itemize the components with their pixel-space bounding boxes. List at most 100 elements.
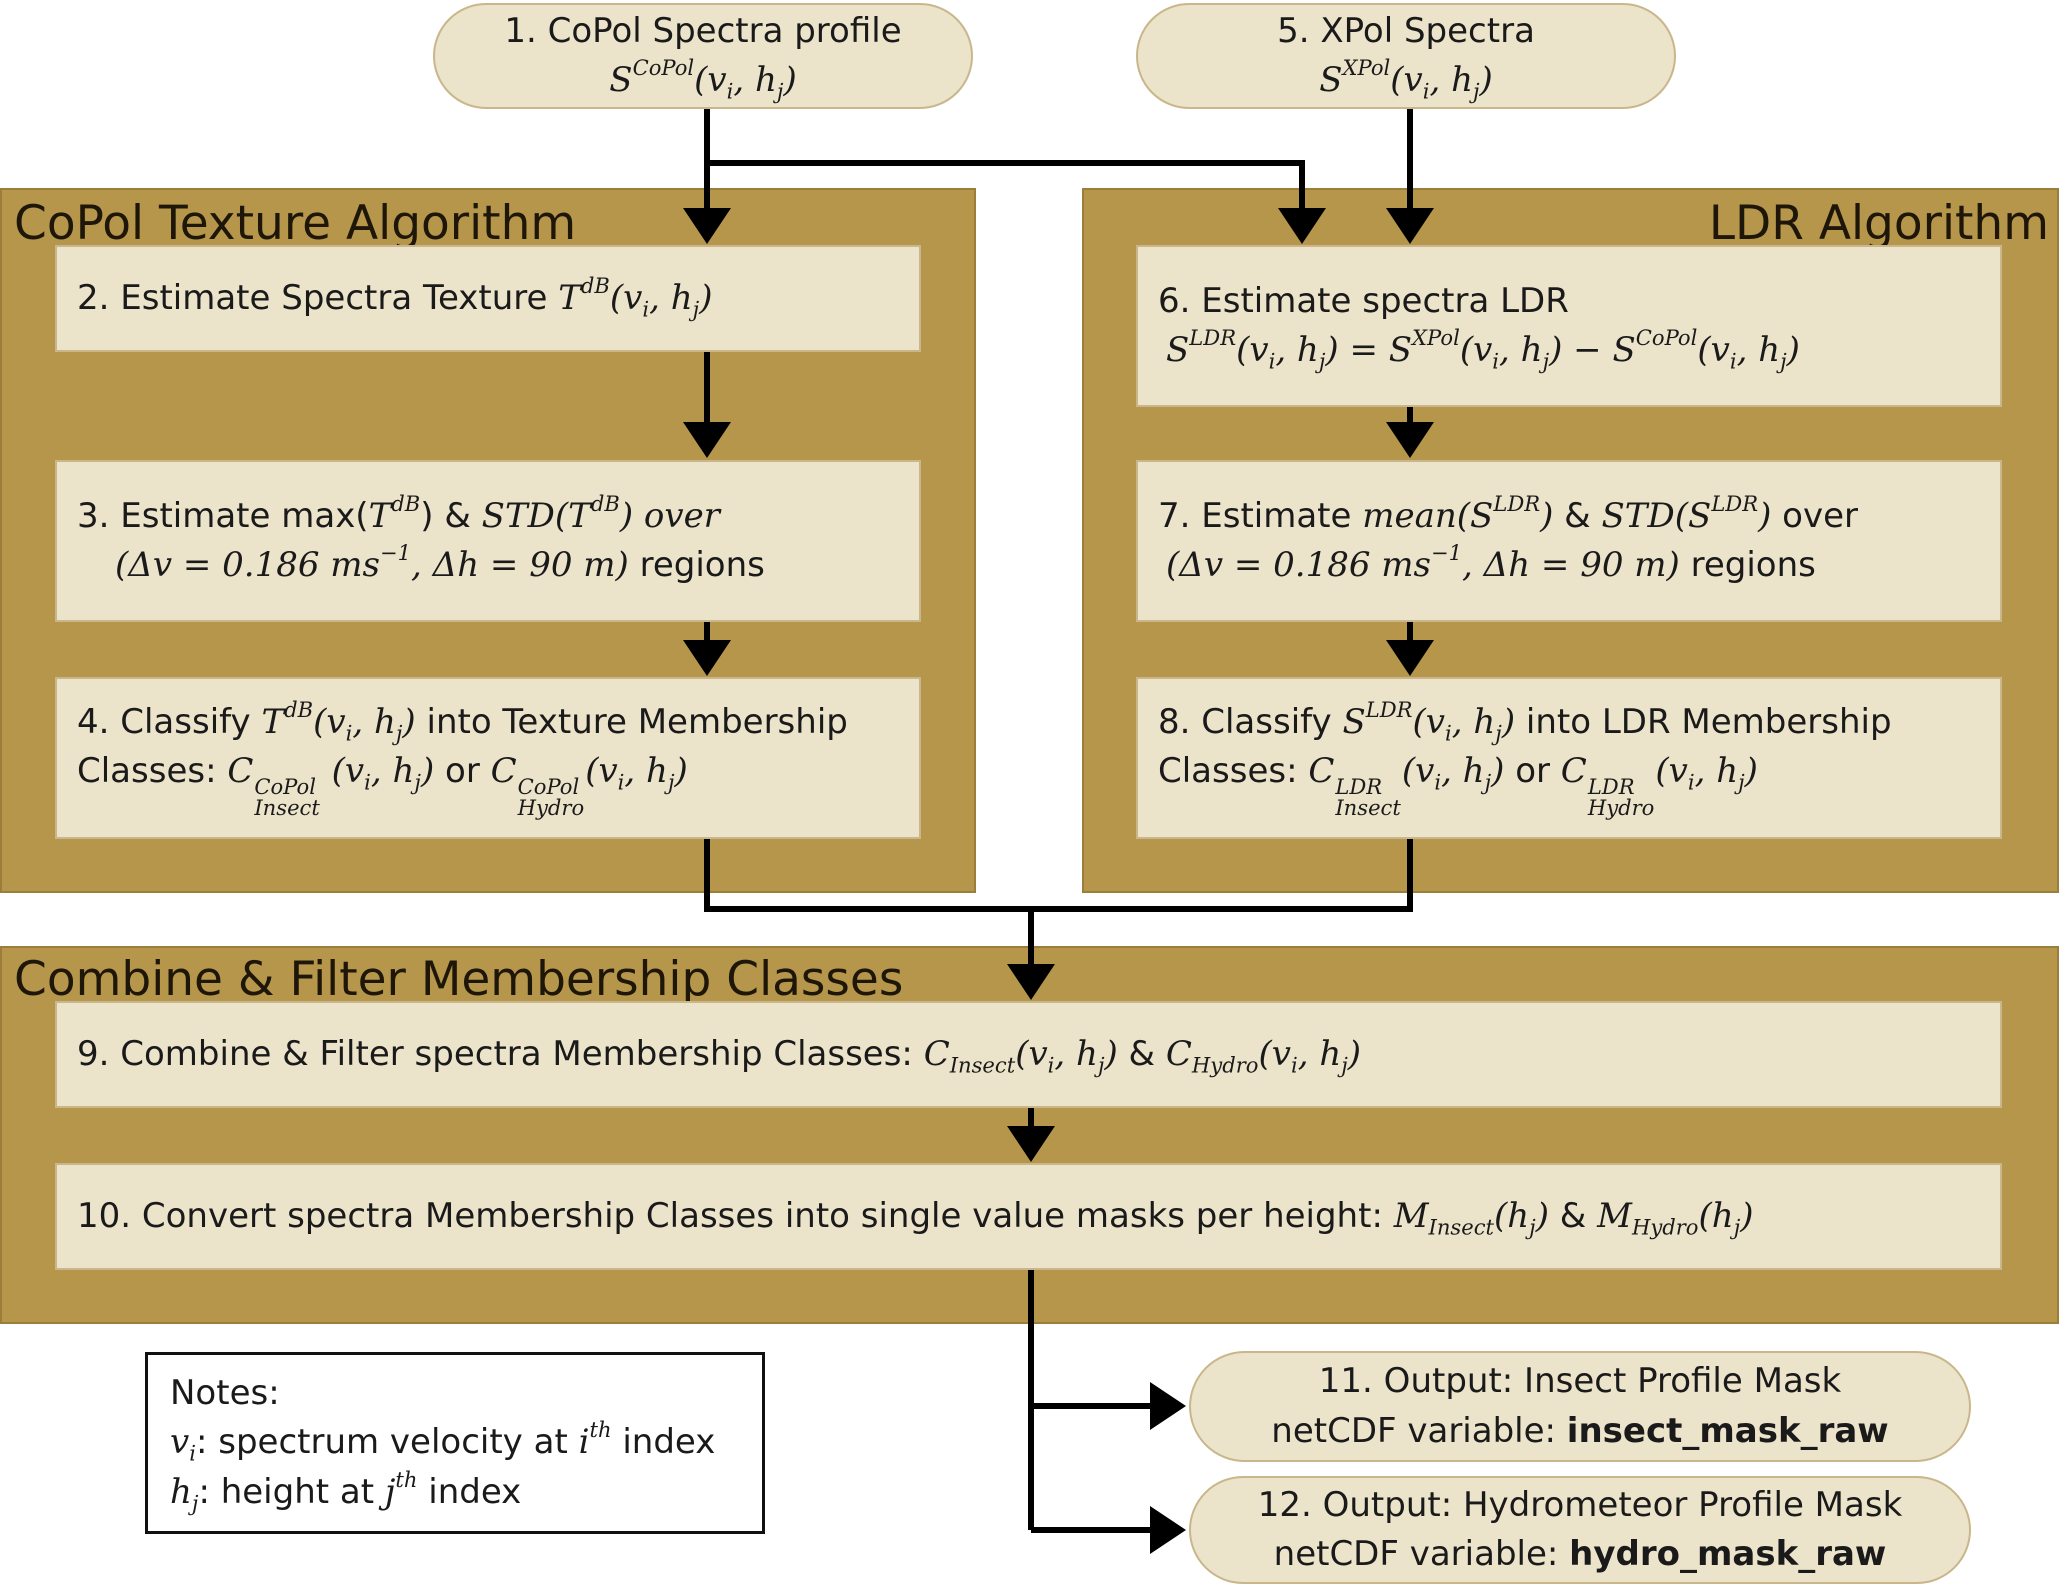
formula-part: (v (1412, 701, 1446, 742)
formula-symbol: STD(T (481, 495, 591, 536)
xpol-input-formula: SXPol(vi, hj) (1319, 56, 1493, 105)
formula-sup: LDR (1335, 773, 1383, 799)
netcdf-label: netCDF variable: (1273, 1534, 1570, 1574)
step-4-line-1: 4. Classify TdB(vi, hj) into Texture Mem… (77, 698, 899, 747)
formula-sub: i (726, 78, 734, 104)
formula-symbol: j (384, 1471, 396, 1512)
formula-sup: LDR (1189, 325, 1237, 351)
formula-part: ) (1540, 495, 1554, 536)
formula-symbol: M (1597, 1195, 1632, 1236)
ldr-panel-title: LDR Algorithm (1708, 196, 2049, 251)
xpol-spectra-input: 5. XPol Spectra SXPol(vi, hj) (1136, 3, 1676, 109)
formula-part: ) (1535, 1195, 1549, 1236)
formula-part: ) (1744, 751, 1758, 792)
formula-sub: i (1047, 1052, 1055, 1078)
formula-symbol: S (609, 60, 633, 100)
step-text: 2. Estimate Spectra Texture (77, 277, 548, 318)
formula-part: (v (1655, 751, 1688, 792)
step-7-estimate-mean-std: 7. Estimate mean(SLDR) & STD(SLDR) over … (1136, 460, 2002, 622)
formula-symbol: C (1560, 751, 1587, 792)
step-text: Classes: (77, 751, 228, 792)
formula-sup: dB (580, 273, 610, 299)
step-6-formula: SLDR(vi, hj) = SXPol(vi, hj) − SCoPol(vi… (1158, 326, 1980, 375)
output-hydro-mask: 12. Output: Hydrometeor Profile Mask net… (1189, 1476, 1971, 1584)
formula-sub: i (345, 720, 353, 746)
formula-symbol: S (1319, 60, 1343, 100)
formula-sup: −1 (1430, 540, 1463, 566)
formula-part: ) (1758, 495, 1772, 536)
formula-sub: j (1529, 1214, 1536, 1240)
formula-symbol: M (1393, 1195, 1429, 1236)
formula-part: , h (352, 701, 396, 742)
formula-sub: j (692, 296, 700, 322)
formula-part: , h (370, 751, 415, 792)
step-2-formula: TdB(vi, hj) (558, 275, 712, 322)
formula-part: ) (402, 701, 416, 742)
copol-input-title: 1. CoPol Spectra profile (504, 10, 902, 51)
formula-part: (Δv = 0.186 ms (115, 545, 380, 585)
formula-sub: j (1097, 1052, 1105, 1078)
formula-symbol: T (368, 495, 392, 536)
step-9-formula-2: CHydro(vi, hj) (1165, 1033, 1362, 1075)
copol-input-formula: SCoPol(vi, hj) (609, 56, 796, 105)
formula-part: (v (1236, 330, 1269, 370)
formula-part: (h (1698, 1195, 1734, 1236)
formula-sub: j (1484, 769, 1492, 795)
formula-part: ) (1501, 701, 1516, 742)
copol-spectra-input: 1. CoPol Spectra profile SCoPol(vi, hj) (433, 3, 973, 109)
formula-part: (v (609, 277, 643, 318)
step-text: regions (1679, 545, 1816, 585)
formula-symbol: C (1165, 1033, 1192, 1074)
formula-sup: LDR (1365, 697, 1413, 723)
step-text: 8. Classify (1158, 701, 1343, 742)
formula-part: ) (1786, 330, 1800, 370)
formula-sub: j (1542, 348, 1550, 374)
formula-sub: i (1268, 348, 1276, 374)
combine-panel-title: Combine & Filter Membership Classes (14, 952, 904, 1007)
formula-part: ) (1325, 330, 1339, 370)
step-text: ) & (420, 495, 482, 536)
formula-sub: i (1492, 348, 1500, 374)
formula-sup: CoPol (517, 773, 580, 799)
formula-sub: Hydro (1587, 794, 1655, 820)
formula-sub: i (189, 1440, 196, 1466)
step-text: & (1548, 1195, 1598, 1236)
formula-sub: i (1729, 348, 1737, 374)
step-text: Classes: (1158, 751, 1309, 792)
formula-sup: LDR (1711, 490, 1759, 516)
formula-sup: −1 (379, 540, 412, 566)
formula-sup: CoPol (1635, 325, 1698, 351)
formula-part: ) (1347, 1033, 1362, 1074)
step-10-formula: MInsect(hj) (1393, 1195, 1549, 1240)
formula-part: − (1562, 330, 1613, 370)
formula-part: (Δv = 0.186 ms (1166, 545, 1431, 585)
formula-sub: j (1738, 769, 1745, 795)
formula-sup: dB (590, 490, 620, 516)
formula-symbol: i (578, 1422, 590, 1463)
formula-symbol: h (170, 1471, 192, 1512)
step-text: regions (628, 545, 765, 585)
formula-symbol: S (1612, 330, 1636, 370)
formula-part: (v (1697, 330, 1730, 370)
formula-part: (v (585, 751, 618, 792)
formula-symbol: T (261, 701, 285, 742)
step-6-line-1: 6. Estimate spectra LDR (1158, 280, 1569, 321)
note-text: index (611, 1422, 716, 1463)
arrow-1-to-6 (707, 160, 1326, 244)
note-text: index (417, 1471, 522, 1512)
step-10-formula-2: MHydro(hj) (1597, 1195, 1753, 1237)
formula-symbol: C (1308, 751, 1335, 792)
step-text: ) over (619, 495, 720, 536)
formula-part: , h (624, 751, 668, 792)
formula-symbol: S (1388, 330, 1413, 370)
formula-part: , Δh = 90 m) (411, 545, 629, 585)
step-6-estimate-ldr: 6. Estimate spectra LDR SLDR(vi, hj) = S… (1136, 245, 2002, 407)
step-text: & (1553, 495, 1602, 536)
formula-sup: CoPol (254, 773, 316, 799)
formula-sub: Insect (1335, 794, 1401, 820)
